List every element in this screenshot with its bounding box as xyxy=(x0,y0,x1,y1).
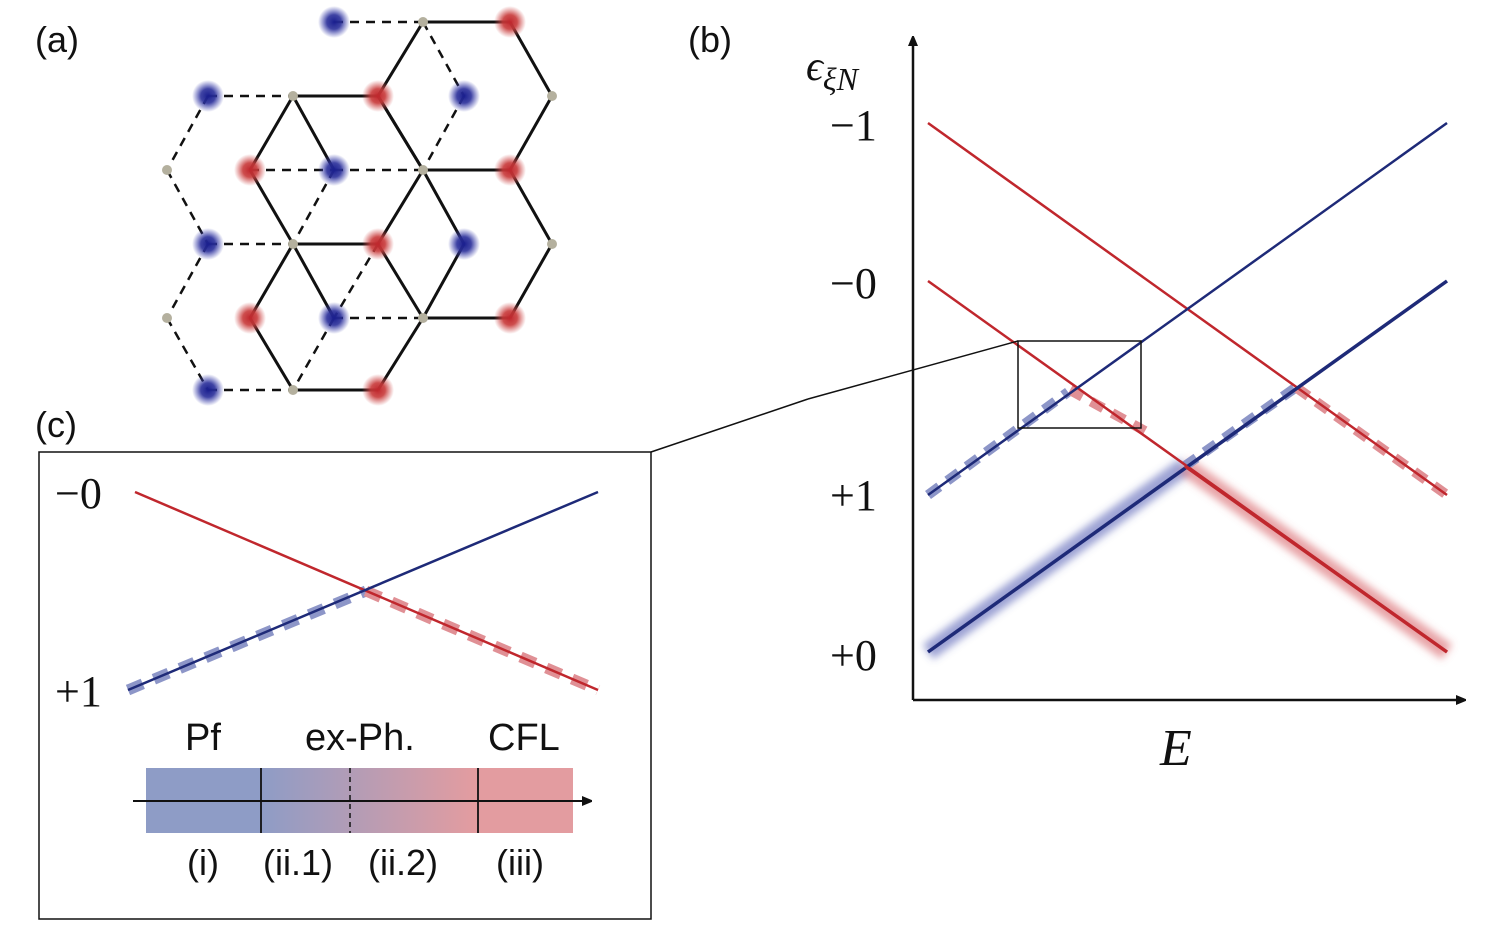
panel-a: (a) xyxy=(35,6,557,406)
panel-b-label: (b) xyxy=(688,19,732,60)
blue-orbital xyxy=(192,228,224,260)
c-level-label-plus-1: +1 xyxy=(55,667,102,716)
lattice-bond-dashed xyxy=(291,169,336,245)
lattice-node xyxy=(418,165,428,175)
lattice-node xyxy=(288,239,298,249)
panel-a-label: (a) xyxy=(35,19,79,60)
panel-b: (b) ϵξN E −1 −0 +1 +0 xyxy=(650,19,1462,777)
lattice-node xyxy=(162,165,172,175)
level-label-minus-1: −1 xyxy=(830,101,877,150)
blue-orbital xyxy=(192,80,224,112)
level-label-plus-1: +1 xyxy=(830,471,877,520)
blue-orbital xyxy=(192,374,224,406)
lattice-bond-dashed xyxy=(165,95,210,171)
zoom-connector-1 xyxy=(807,340,1019,400)
zoom-box xyxy=(1017,340,1142,429)
lattice-node xyxy=(288,91,298,101)
level-label-plus-0: +0 xyxy=(830,631,877,680)
lattice-node xyxy=(418,313,428,323)
red-orbital xyxy=(494,154,526,186)
red-orbital xyxy=(494,6,526,38)
blue-orbital xyxy=(318,154,350,186)
red-orbital xyxy=(234,154,266,186)
lattice-bond-dashed xyxy=(165,243,210,319)
red-orbital xyxy=(362,228,394,260)
c-red-line xyxy=(134,490,599,692)
c-level-lines xyxy=(125,490,601,696)
lattice-node xyxy=(418,17,428,27)
phase-label-pf: Pf xyxy=(185,717,221,759)
blue-orbital xyxy=(318,302,350,334)
regime-label-ii2: (ii.2) xyxy=(368,842,438,883)
red-orbital xyxy=(362,374,394,406)
regime-label-iii: (iii) xyxy=(496,842,544,883)
lattice-bond-dashed xyxy=(421,95,466,171)
blue-orbital xyxy=(318,6,350,38)
blue-orbital xyxy=(448,228,480,260)
regime-label-ii1: (ii.1) xyxy=(263,842,333,883)
red-orbital xyxy=(494,302,526,334)
panel-c-label: (c) xyxy=(35,404,77,445)
hexagonal-lattice xyxy=(162,6,557,406)
lattice-bond-dashed xyxy=(291,317,336,391)
phase-label-cfl: CFL xyxy=(488,717,560,759)
zoom-connector-2 xyxy=(650,398,809,453)
c-blue-line xyxy=(127,490,599,692)
lattice-node xyxy=(547,91,557,101)
lattice-node xyxy=(547,239,557,249)
red-line-lower-thick xyxy=(1183,464,1449,654)
red-orbital xyxy=(234,302,266,334)
red-orbital xyxy=(362,80,394,112)
lattice-node xyxy=(288,385,298,395)
lattice-node xyxy=(162,313,172,323)
panel-c: (c) −0 +1 Pf ex-Ph. CFL (i) (ii.1) (ii.2… xyxy=(35,404,652,920)
x-axis-label: E xyxy=(1159,720,1192,777)
phase-label-ex-ph: ex-Ph. xyxy=(305,717,415,759)
level-lines xyxy=(922,121,1453,660)
panel-c-frame xyxy=(38,451,652,920)
blue-orbital xyxy=(448,80,480,112)
level-label-minus-0: −0 xyxy=(830,259,877,308)
y-axis-label: ϵξN xyxy=(806,44,860,97)
blue-line-upper xyxy=(927,121,1448,497)
regime-label-i: (i) xyxy=(187,842,219,883)
c-level-label-minus-0: −0 xyxy=(55,469,102,518)
